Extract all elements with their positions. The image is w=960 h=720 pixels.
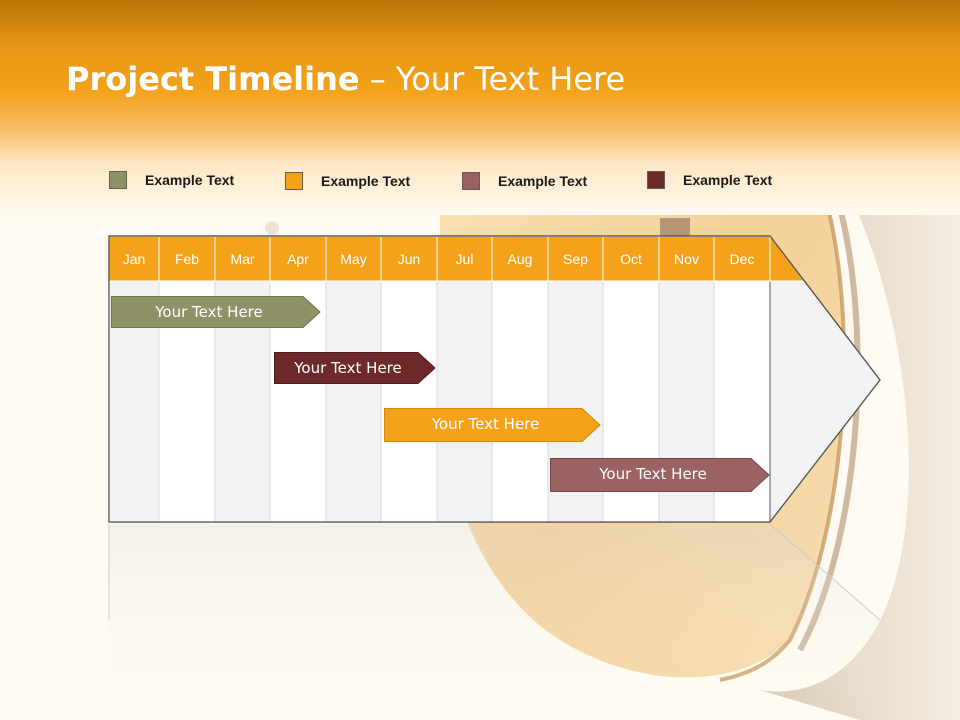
- header-band: [0, 0, 960, 215]
- month-dec: Dec: [729, 251, 755, 267]
- month-column: [492, 281, 548, 522]
- legend-swatch-2: [285, 172, 303, 190]
- task-bar-2[interactable]: Your Text Here: [274, 352, 436, 384]
- legend-swatch-3: [462, 172, 480, 190]
- month-jul: Jul: [455, 251, 474, 267]
- legend-item-4: Example Text: [647, 170, 772, 190]
- task-arrow-shape-4: [550, 458, 770, 492]
- title-rest: – Your Text Here: [359, 60, 626, 98]
- title-bold: Project Timeline: [66, 60, 360, 98]
- task-bar-4[interactable]: Your Text Here: [550, 458, 770, 492]
- month-jan: Jan: [122, 251, 146, 267]
- legend-label-3: Example Text: [498, 173, 588, 189]
- month-column: [381, 281, 437, 522]
- month-feb: Feb: [174, 251, 200, 267]
- slide-title: Project Timeline – Your Text Here: [66, 60, 625, 98]
- task-label-4: Your Text Here: [599, 465, 707, 483]
- month-aug: Aug: [507, 251, 533, 267]
- legend-item-1: Example Text: [109, 170, 234, 190]
- legend-item-3: Example Text: [462, 171, 587, 191]
- legend-swatch-1: [109, 171, 127, 189]
- task-bar-1[interactable]: Your Text Here: [111, 296, 321, 328]
- legend-swatch-4: [647, 171, 665, 189]
- legend-item-2: Example Text: [285, 171, 410, 191]
- task-label-2: Your Text Here: [294, 359, 402, 377]
- task-arrow-shape-3: [384, 408, 601, 442]
- month-apr: Apr: [287, 251, 309, 267]
- legend-label-4: Example Text: [683, 172, 773, 188]
- month-jun: Jun: [397, 251, 421, 267]
- task-bar-3[interactable]: Your Text Here: [384, 408, 601, 442]
- task-arrow-shape-2: [274, 352, 436, 384]
- legend-label-2: Example Text: [321, 173, 411, 189]
- month-sep: Sep: [563, 251, 588, 267]
- task-arrow-shape-1: [111, 296, 321, 328]
- month-column: [437, 281, 492, 522]
- month-nov: Nov: [674, 251, 699, 267]
- task-label-1: Your Text Here: [155, 303, 263, 321]
- month-column: [326, 281, 381, 522]
- legend-label-1: Example Text: [145, 172, 235, 188]
- task-label-3: Your Text Here: [431, 415, 540, 433]
- month-oct: Oct: [620, 251, 642, 267]
- month-mar: Mar: [230, 251, 255, 267]
- month-may: May: [340, 251, 367, 267]
